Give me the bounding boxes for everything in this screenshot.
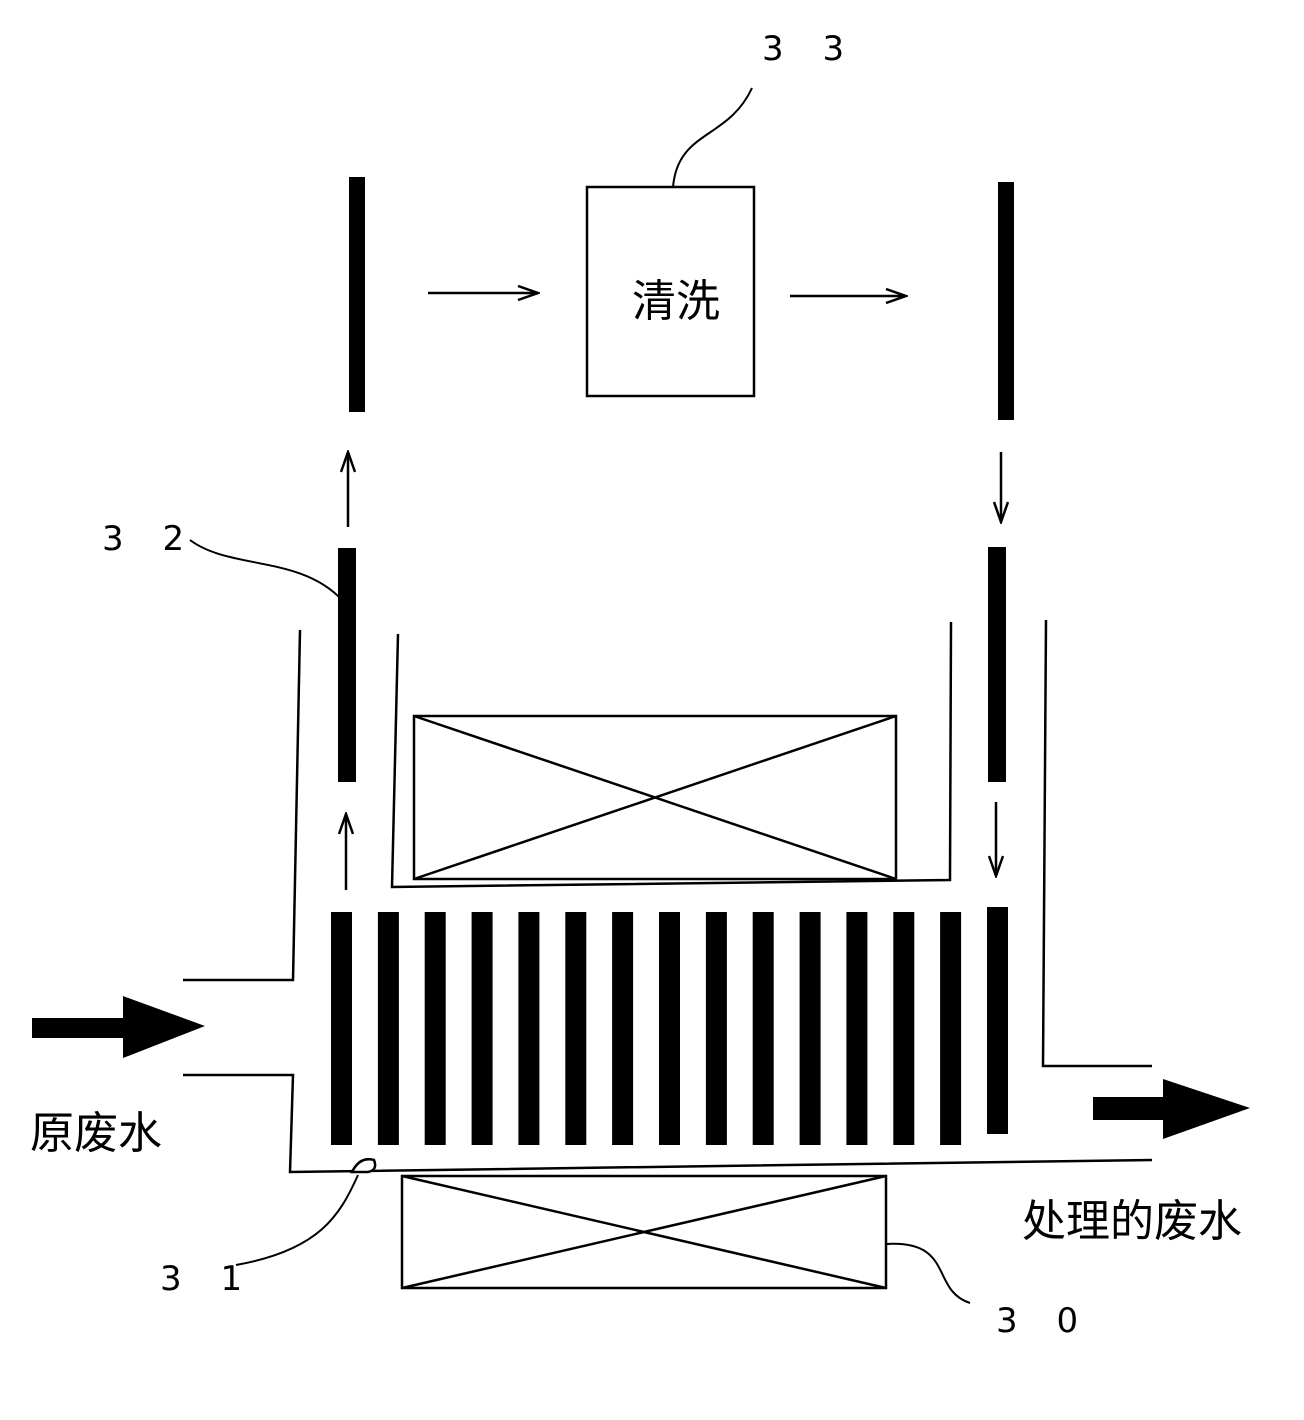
magnetic-bar bbox=[424, 912, 446, 1145]
bar-upper-left bbox=[349, 177, 365, 412]
leader-33 bbox=[672, 87, 753, 188]
magnetic-bar bbox=[331, 912, 352, 1145]
magnetic-bar bbox=[752, 912, 774, 1145]
magnetic-bar bbox=[565, 912, 587, 1145]
outlet-arrow bbox=[1093, 1079, 1250, 1139]
inlet-arrow bbox=[32, 996, 205, 1058]
cleaning-label: 清洗 bbox=[632, 276, 720, 327]
upper-magnet-box bbox=[412, 714, 898, 881]
leader-32 bbox=[189, 539, 343, 601]
marker-31 bbox=[349, 1158, 377, 1174]
channel-wall-inner bbox=[390, 621, 953, 889]
magnetic-bar bbox=[799, 912, 821, 1145]
lower-magnet-diagonal-2 bbox=[401, 1174, 887, 1290]
magnetic-bar bbox=[377, 912, 399, 1145]
magnetic-bar bbox=[471, 912, 493, 1145]
channel-wall-outer bbox=[183, 619, 1153, 1174]
magnetic-bar bbox=[705, 912, 727, 1145]
bar-upper-right bbox=[998, 182, 1014, 420]
upper-magnet-diagonal-2 bbox=[413, 714, 897, 881]
magnetic-bar-array bbox=[331, 907, 1008, 1145]
ref-31-label: 3 1 bbox=[160, 1259, 256, 1299]
magnetic-bar bbox=[987, 907, 1008, 1134]
bar-mid-right bbox=[988, 547, 1006, 782]
leader-31 bbox=[235, 1174, 359, 1266]
ref-30-label: 3 0 bbox=[996, 1301, 1092, 1341]
magnetic-bar bbox=[659, 912, 680, 1145]
ref-32-label: 3 2 bbox=[102, 519, 198, 559]
magnetic-bar bbox=[940, 912, 962, 1145]
cleaning-box bbox=[585, 185, 756, 398]
lower-magnet-box bbox=[400, 1174, 888, 1290]
magnetic-bar bbox=[846, 912, 868, 1145]
leader-30 bbox=[885, 1242, 971, 1304]
treated-wastewater-label: 处理的废水 bbox=[1022, 1196, 1242, 1247]
raw-wastewater-label: 原废水 bbox=[30, 1108, 162, 1159]
ref-33-label: 3 3 bbox=[762, 29, 858, 69]
magnetic-bar bbox=[518, 912, 540, 1145]
magnetic-bar bbox=[612, 912, 634, 1145]
bar-mid-left bbox=[338, 548, 356, 782]
magnetic-bar bbox=[893, 912, 915, 1145]
